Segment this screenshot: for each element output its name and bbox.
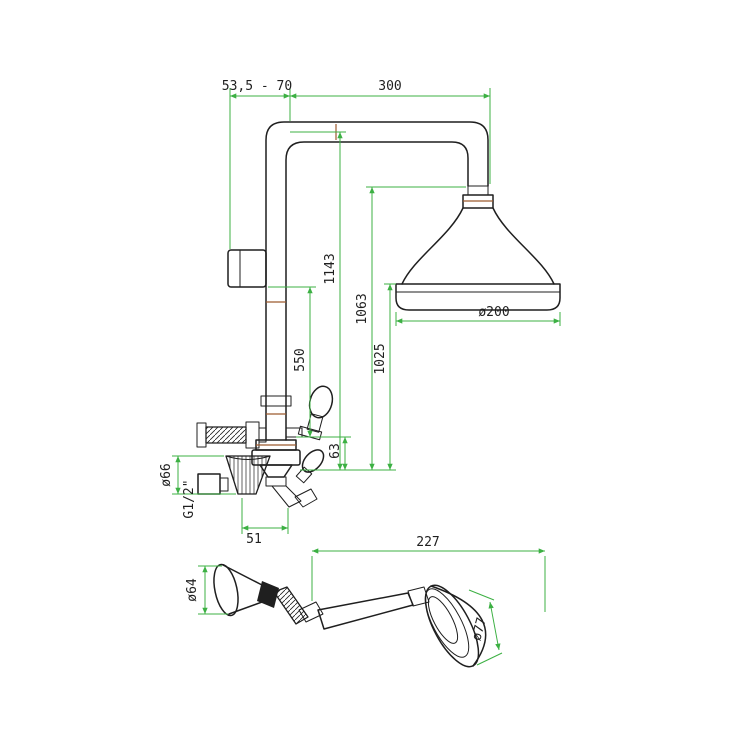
handshower	[317, 584, 487, 668]
dim-label-head-diameter: ø200	[478, 305, 509, 320]
handshower-head	[424, 584, 487, 668]
dim-label-arm-projection: 300	[378, 79, 401, 94]
dim-wall-distance: 53,5 - 70	[222, 79, 292, 249]
dim-label-total-height: 1143	[323, 253, 338, 284]
dim-arm-projection: 300	[290, 79, 491, 184]
wall-bracket	[227, 249, 267, 288]
wall-flange	[197, 455, 271, 495]
dim-label-head-height: 1063	[355, 293, 370, 324]
dim-handshower-length: 227	[311, 535, 546, 612]
handshower-hose	[273, 586, 324, 625]
dim-head-diameter: ø200	[395, 305, 561, 326]
dim-holder-diameter: ø64	[185, 565, 228, 615]
dim-handshower-diameter: ø77	[468, 589, 503, 666]
angle-valve-handle	[295, 449, 325, 484]
riser-pipe	[260, 121, 489, 441]
product-drawing	[196, 121, 561, 668]
dim-label-handshower-diameter: ø77	[469, 616, 490, 643]
dim-label-rim-height: 1025	[373, 343, 388, 374]
dim-label-flange-offset: 51	[246, 532, 262, 547]
handshower-holder	[213, 563, 279, 617]
dim-label-wall-distance: 53,5 - 70	[222, 79, 292, 94]
dim-label-holder-diameter: ø64	[185, 578, 200, 602]
dimension-annotations: 53,5 - 70 300 550 1143 1063 1025 63	[159, 79, 561, 666]
dim-label-thread-size: G1/2"	[182, 479, 197, 518]
dim-label-valve-offset: 63	[328, 443, 343, 459]
dim-label-handshower-length: 227	[416, 535, 439, 550]
dim-heights: 550 1143 1063 1025 63	[268, 131, 466, 471]
dim-label-bracket-span: 550	[293, 348, 308, 371]
diverter-handle	[285, 385, 334, 441]
dim-flange-offset: 51	[241, 498, 289, 547]
overhead-shower	[395, 185, 561, 311]
dim-flange-diameter: ø66 G1/2"	[159, 455, 236, 519]
diverter-valve	[251, 439, 318, 508]
dim-label-flange-diameter: ø66	[159, 463, 174, 486]
wall-supply-hose	[196, 421, 267, 449]
